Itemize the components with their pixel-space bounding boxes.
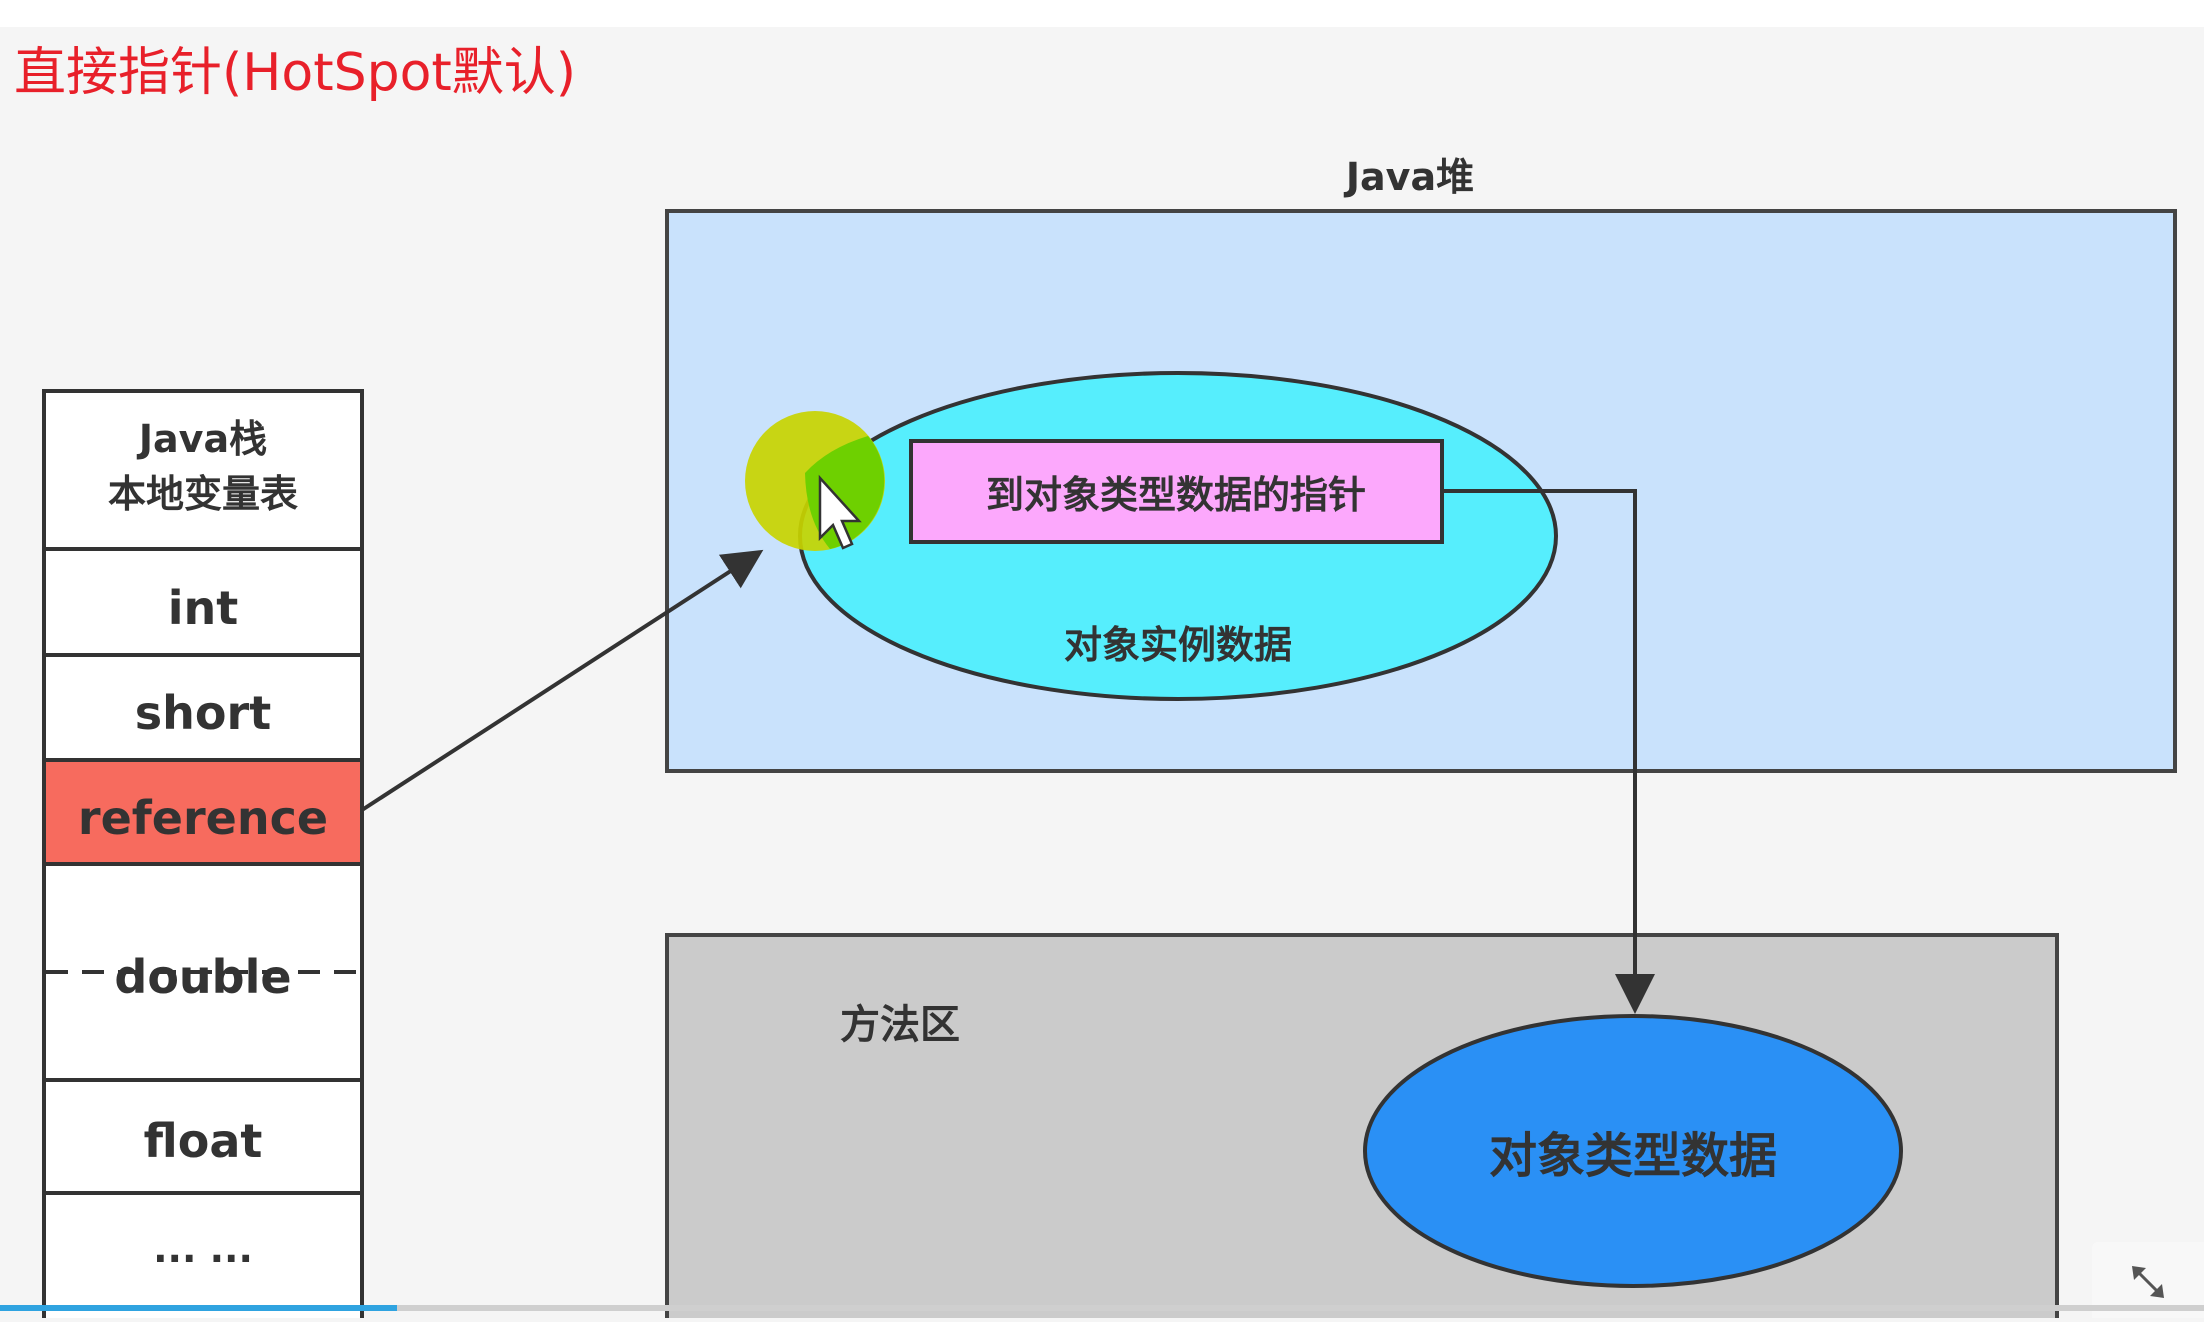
expand-arrows-icon — [2132, 1266, 2164, 1298]
stack-row-reference-label: reference — [78, 791, 328, 845]
object-type-ellipse — [1363, 1014, 1903, 1288]
stack-row-float — [42, 1078, 364, 1195]
object-type-label: 对象类型数据 — [1489, 1128, 1777, 1184]
video-progress-bar[interactable] — [0, 1305, 2204, 1311]
object-instance-label: 对象实例数据 — [1064, 623, 1292, 667]
stack-row-more-label: ... ... — [153, 1227, 253, 1271]
pointer-to-type-arrow — [1442, 489, 1655, 1014]
stack-header-line1: Java栈 — [136, 417, 267, 461]
stack-row-more — [42, 1191, 364, 1318]
stack-row-double-label: double — [114, 950, 291, 1004]
top-bar — [0, 0, 2204, 27]
stack-row-short — [42, 653, 364, 762]
stack-row-short-label: short — [135, 686, 271, 740]
stack-row-reference — [42, 758, 364, 866]
reference-to-object-arrow — [360, 549, 764, 812]
page-title: 直接指针(HotSpot默认) — [14, 43, 577, 103]
stack-header-line2: 本地变量表 — [108, 472, 298, 516]
stack-row-float-label: float — [144, 1114, 263, 1168]
method-area-label: 方法区 — [840, 1002, 960, 1048]
stack-header-cell — [42, 389, 364, 551]
mouse-cursor-icon — [818, 474, 862, 550]
type-pointer-label: 到对象类型数据的指针 — [986, 473, 1366, 517]
type-pointer-box — [909, 439, 1444, 544]
heap-label: Java堆 — [1343, 155, 1474, 199]
stack-row-int-label: int — [168, 581, 239, 635]
video-progress-fill — [0, 1305, 397, 1311]
